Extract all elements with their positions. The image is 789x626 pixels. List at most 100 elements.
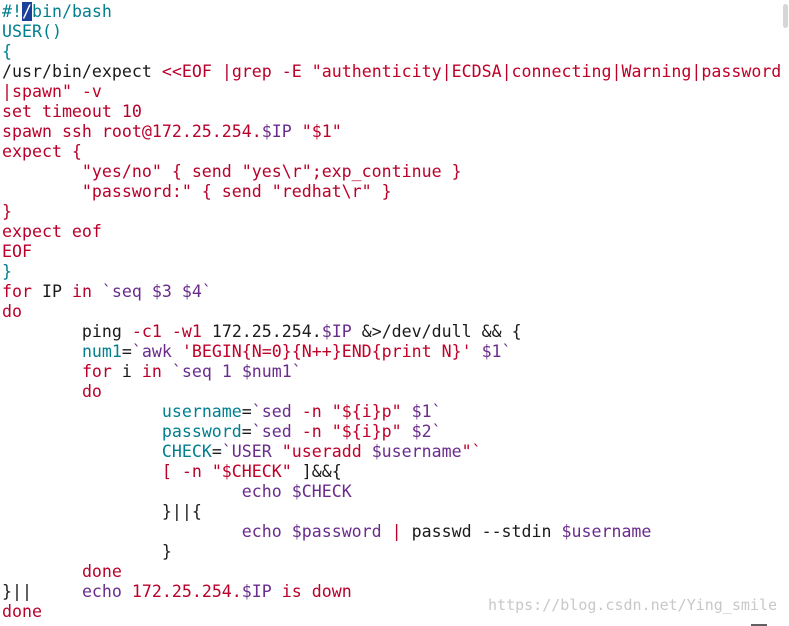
- code-line[interactable]: password=`sed -n "${i}p" $2`: [2, 422, 442, 442]
- code-token: -n: [301, 402, 332, 421]
- code-token: i: [111, 362, 142, 381]
- code-line[interactable]: done: [2, 562, 122, 582]
- code-line[interactable]: }: [2, 262, 12, 282]
- code-token: `seq 1 $num1`: [161, 362, 302, 381]
- code-token: $username: [371, 442, 462, 461]
- code-line[interactable]: expect {: [2, 142, 82, 162]
- code-token: username: [161, 402, 242, 421]
- code-token: [2, 362, 82, 381]
- code-token: grep -E: [231, 62, 312, 81]
- code-line[interactable]: }: [2, 542, 172, 562]
- code-token: [2, 342, 82, 361]
- code-token: #!: [2, 2, 22, 21]
- code-token: [2, 522, 242, 541]
- code-token: [ -n: [161, 462, 212, 481]
- code-token: `USER: [221, 442, 282, 461]
- code-token: `sed: [251, 422, 302, 441]
- code-line[interactable]: CHECK=`USER "useradd $username"`: [2, 442, 482, 462]
- code-token: [2, 562, 82, 581]
- code-line[interactable]: }|| echo 172.25.254.$IP is down: [2, 582, 352, 602]
- code-token: EOF: [2, 242, 32, 261]
- code-line[interactable]: for IP in `seq $3 $4`: [2, 282, 212, 302]
- code-line[interactable]: {: [2, 42, 12, 62]
- code-token: CHECK: [161, 442, 212, 461]
- scrollbar-thumb[interactable]: [783, 4, 788, 28]
- code-line[interactable]: do: [2, 302, 22, 322]
- code-line[interactable]: done: [2, 602, 42, 622]
- code-token: expect {: [2, 142, 82, 161]
- code-token: `: [201, 282, 212, 301]
- code-line[interactable]: username=`sed -n "${i}p" $1`: [2, 402, 442, 422]
- code-token: USER(): [2, 22, 62, 41]
- code-line[interactable]: for i in `seq 1 $num1`: [2, 362, 302, 382]
- code-token: "${i}p": [331, 402, 402, 421]
- code-line[interactable]: num1=`awk 'BEGIN{N=0}{N++}END{print N}' …: [2, 342, 512, 362]
- code-token: "`: [461, 442, 482, 461]
- code-token: in: [141, 362, 162, 381]
- code-line[interactable]: echo $CHECK: [2, 482, 352, 502]
- code-line[interactable]: }||{: [2, 502, 202, 522]
- code-token: password: [161, 422, 242, 441]
- code-token: done: [81, 562, 122, 581]
- code-token: =: [241, 422, 252, 441]
- code-token: -c1: [131, 322, 162, 341]
- code-token: "${i}p": [331, 422, 402, 441]
- code-token: $IP: [261, 122, 292, 141]
- code-line[interactable]: ping -c1 -w1 172.25.254.$IP &>/dev/dull …: [2, 322, 522, 342]
- code-token: -w1: [171, 322, 202, 341]
- code-line[interactable]: EOF: [2, 242, 32, 262]
- code-line[interactable]: "password:" { send "redhat\r" }: [2, 182, 392, 202]
- text-cursor: /: [21, 2, 32, 21]
- code-token: }: [2, 202, 12, 221]
- code-token: spawn ssh root@172.25.254.: [2, 122, 262, 141]
- code-token: `sed: [251, 402, 302, 421]
- code-token: /usr/bin/expect: [2, 62, 162, 81]
- code-token: [32, 582, 82, 601]
- code-line[interactable]: "yes/no" { send "yes\r";exp_continue }: [2, 162, 462, 182]
- watermark-text: https://blog.csdn.net/Ying_smile: [488, 596, 777, 614]
- code-line[interactable]: USER(): [2, 22, 62, 42]
- code-token: {: [2, 42, 12, 61]
- code-token: }||: [2, 582, 32, 601]
- code-line[interactable]: }: [2, 202, 12, 222]
- code-token: "yes/no" { send "yes\r";exp_continue }: [2, 162, 462, 181]
- code-token: [2, 382, 82, 401]
- code-token: |: [221, 62, 232, 81]
- code-token: for: [81, 362, 112, 381]
- code-token: =: [241, 402, 252, 421]
- code-token: $username: [561, 522, 652, 541]
- code-line[interactable]: spawn ssh root@172.25.254.$IP "$1": [2, 122, 342, 142]
- code-token: is down: [271, 582, 352, 601]
- code-token: do: [81, 382, 102, 401]
- code-line[interactable]: do: [2, 382, 102, 402]
- code-token: 172.25.254.: [121, 582, 242, 601]
- code-token: "$CHECK": [211, 462, 292, 481]
- code-token: in: [71, 282, 92, 301]
- code-token: =: [211, 442, 222, 461]
- code-token: "useradd: [281, 442, 372, 461]
- code-line[interactable]: [ -n "$CHECK" ]&&{: [2, 462, 342, 482]
- code-token: $2`: [401, 422, 442, 441]
- code-token: do: [2, 302, 22, 321]
- code-token: for: [2, 282, 32, 301]
- code-token: [2, 402, 162, 421]
- code-token: [2, 442, 162, 461]
- vertical-scrollbar[interactable]: [781, 0, 789, 626]
- code-line[interactable]: /usr/bin/expect <<EOF |grep -E "authenti…: [2, 62, 781, 82]
- code-line[interactable]: set timeout 10: [2, 102, 142, 122]
- code-token: done: [2, 602, 42, 621]
- code-token: "$1": [291, 122, 342, 141]
- code-token: [2, 482, 242, 501]
- code-token: set timeout 10: [2, 102, 142, 121]
- code-line[interactable]: expect eof: [2, 222, 102, 242]
- code-line[interactable]: #!/bin/bash: [2, 2, 112, 22]
- code-line[interactable]: |spawn" -v: [2, 82, 102, 102]
- code-line[interactable]: echo $password | passwd --stdin $usernam…: [2, 522, 652, 542]
- code-token: =: [121, 342, 132, 361]
- code-token: |: [391, 522, 412, 541]
- code-token: "password:" { send "redhat\r" }: [2, 182, 392, 201]
- code-token: $1`: [401, 402, 442, 421]
- code-token: "authenticity|ECDSA|connecting|Warning|p…: [311, 62, 782, 81]
- code-token: &>/dev/dull && {: [351, 322, 522, 341]
